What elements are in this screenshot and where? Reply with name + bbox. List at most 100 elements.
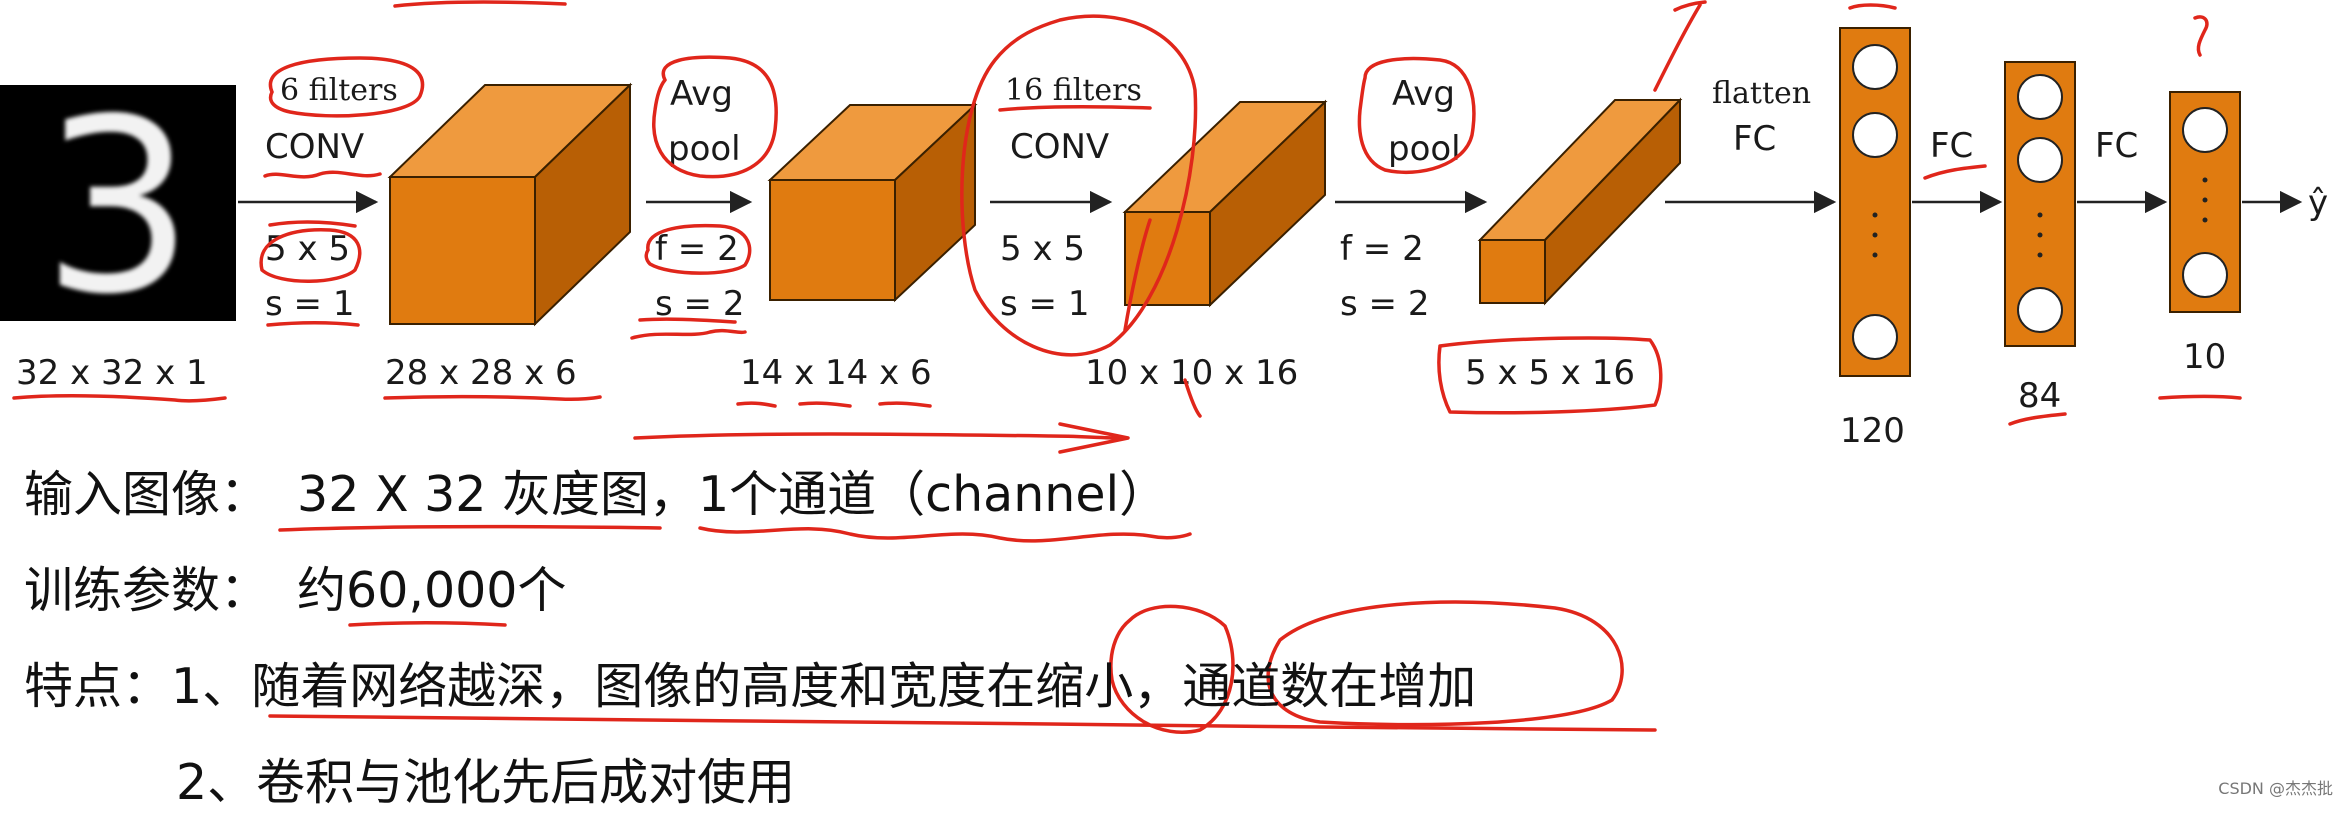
annot-circle-avgpool1 [652, 55, 778, 179]
fc2-neuron-1 [2017, 74, 2063, 120]
fc1-label-line2: FC [1733, 119, 1776, 159]
fc2-label: FC [1930, 126, 1973, 166]
conv1-op-label: CONV [265, 127, 364, 167]
pool1-op-line2: pool [668, 129, 741, 169]
fc2-neuron-2 [2017, 137, 2063, 183]
fc3-column [2169, 91, 2241, 313]
conv1-output-label: 28 x 28 x 6 [385, 353, 577, 393]
output-label: ŷ [2308, 183, 2328, 223]
annot-underline-kernel1 [268, 220, 357, 228]
note-params-prefix: 训练参数： [24, 562, 270, 619]
pool2-stride-label: s = 2 [1340, 284, 1429, 324]
input-size-label: 32 x 32 x 1 [16, 353, 208, 393]
fc2-dot [2037, 252, 2043, 258]
fc1-dot [1872, 252, 1878, 258]
annot-top-fc1 [1848, 3, 1897, 10]
block-28x28x6 [387, 82, 633, 327]
pool1-output-label: 14 x 14 x 6 [740, 353, 932, 393]
fc2-neuron-n [2017, 287, 2063, 333]
fc1-neuron-1 [1852, 44, 1898, 90]
fc1-size-label: 120 [1840, 411, 1905, 451]
annot-dash-14-2 [798, 401, 852, 408]
annot-dash-14-3 [878, 401, 932, 408]
pool2-op-line1: Avg [1392, 74, 1455, 114]
annot-arrowhead-long [1058, 422, 1130, 454]
fc3-size-label: 10 [2183, 337, 2226, 377]
input-digit: 3 [42, 67, 195, 347]
annot-underline-note1 [278, 524, 662, 532]
pool1-f-label: f = 2 [655, 229, 739, 269]
fc3-dot [2202, 197, 2208, 203]
annot-long-underline [633, 432, 1127, 440]
conv2-stride-label: s = 1 [1000, 284, 1089, 324]
annot-underline-input [12, 394, 227, 403]
fc1-neuron-n [1852, 314, 1898, 360]
annot-underline-pool1-stride [630, 328, 747, 340]
conv2-kernel-label: 5 x 5 [1000, 229, 1085, 269]
note-features-text-1: 1、随着网络越深，图像的高度和宽度在缩小，通道数在增加 [171, 658, 1477, 715]
annot-stroke-flatten [1653, 3, 1702, 92]
fc3-label: FC [2095, 126, 2138, 166]
annot-circle-conv2-tall [960, 14, 1198, 357]
conv2-op-label: CONV [1010, 127, 1109, 167]
fc1-column [1839, 27, 1911, 377]
fc2-column [2004, 61, 2076, 347]
note-features-text-2: 2、卷积与池化先后成对使用 [176, 754, 796, 811]
red-annotations [12, 0, 2242, 734]
block-14x14x6 [767, 102, 978, 303]
note-features-prefix: 特点： [24, 658, 172, 715]
conv2-filters-label: 16 filters [1005, 73, 1142, 108]
fc3-dot [2202, 177, 2208, 183]
note-params: 训练参数： 约60,000个 [24, 551, 566, 622]
conv1-filters-label: 6 filters [280, 73, 398, 108]
pool1-op-line1: Avg [670, 74, 733, 114]
fc2-dot [2037, 232, 2043, 238]
annot-wavy-note1 [698, 526, 1192, 543]
annot-scribble-10x10 [1183, 378, 1202, 418]
fc3-neuron-n [2182, 252, 2228, 298]
annot-underline-pool1-stride-2 [638, 317, 737, 324]
fc1-label-line1: flatten [1712, 76, 1811, 111]
annot-circle-suoxiao [1109, 604, 1235, 734]
fc1-dot [1872, 212, 1878, 218]
annot-circle-kernel1 [259, 228, 362, 283]
note-params-text: 约60,000个 [297, 562, 567, 619]
annot-top-fc3-9 [2193, 15, 2209, 57]
fc3-dot [2202, 217, 2208, 223]
conv1-kernel-label: 5 x 5 [265, 229, 350, 269]
watermark: CSDN @杰杰批 [2218, 779, 2333, 798]
annot-dash-14-1 [736, 401, 777, 408]
annot-top-stroke [393, 0, 567, 8]
annot-underline-60000 [348, 621, 507, 627]
conv1-stride-label: s = 1 [265, 284, 354, 324]
fc2-dot [2037, 212, 2043, 218]
annot-circle-avgpool2 [1357, 56, 1476, 175]
note-input-text: 32 X 32 灰度图，1个通道（channel） [297, 466, 1169, 523]
fc1-dot [1872, 232, 1878, 238]
annot-underline-84 [2008, 412, 2067, 426]
pool2-output-label: 5 x 5 x 16 [1465, 353, 1635, 393]
block-10x10x16 [1122, 99, 1328, 308]
note-features-2: 2、卷积与池化先后成对使用 [176, 743, 795, 814]
annot-stroke-flatten-2 [1673, 0, 1707, 12]
block-5x5x16 [1477, 97, 1683, 306]
annot-rect-5x5x16 [1437, 336, 1663, 415]
annot-underline-16filters [998, 104, 1152, 112]
input-image: 3 [0, 67, 236, 347]
annot-circle-6filters [268, 56, 425, 118]
conv2-output-label: 10 x 10 x 16 [1085, 353, 1298, 393]
pool1-stride-label: s = 2 [655, 284, 744, 324]
annot-tick-block3 [1123, 218, 1152, 332]
fc1-neuron-2 [1852, 112, 1898, 158]
annot-underline-stride1 [266, 321, 360, 327]
note-features: 特点：1、随着网络越深，图像的高度和宽度在缩小，通道数在增加 [24, 647, 1476, 718]
annot-underline-28x28x6 [383, 394, 602, 401]
pool2-f-label: f = 2 [1340, 229, 1424, 269]
note-input-prefix: 输入图像： [24, 466, 270, 523]
fc2-size-label: 84 [2018, 376, 2061, 416]
annot-underline-note3 [268, 714, 1657, 732]
fc3-neuron-1 [2182, 107, 2228, 153]
note-input: 输入图像： 32 X 32 灰度图，1个通道（channel） [24, 455, 1168, 526]
annot-underline-10 [2158, 394, 2242, 400]
annot-underline-conv1 [263, 170, 382, 179]
